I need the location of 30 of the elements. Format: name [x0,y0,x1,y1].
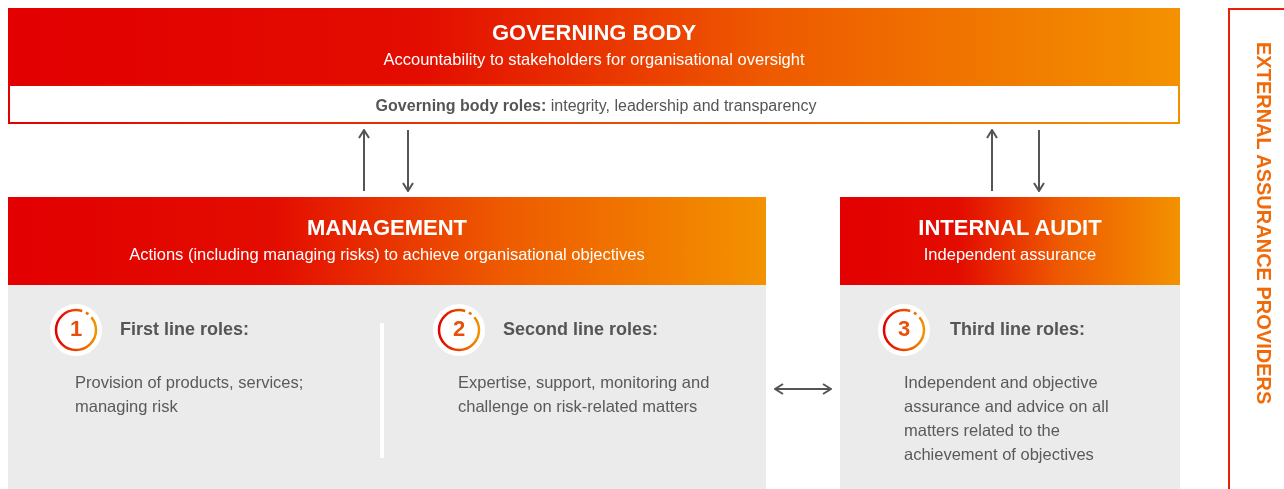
subheading: Actions (including managing risks) to achieve organisational objectives [128,245,646,265]
heading: GOVERNING BODY [490,20,698,47]
number: 2 [451,316,467,343]
role-heading: Third line roles: [950,319,1087,341]
role-description: Expertise, support, monitoring and challenge on risk-related matters [458,372,711,417]
number-badge [878,304,930,356]
number-badge [50,304,102,356]
subheading: Accountability to stakeholders for organisational oversight [382,50,806,70]
number: 3 [896,316,912,343]
roles-strip [8,84,1180,124]
vertical-heading: EXTERNAL ASSURANCE PROVIDERS [1252,42,1276,405]
governing-body-box [8,8,1180,124]
roles-text: Governing body roles: integrity, leadership and transparency [374,96,818,116]
arrow [358,129,370,192]
number-badge [433,304,485,356]
role-description: Independent and objective assurance and advice on all matters related to the achievement of objectives [904,372,1110,465]
internal-audit-panel [840,197,1180,489]
role-heading: First line roles: [120,319,251,341]
heading: MANAGEMENT [305,215,469,242]
subheading: Independent assurance [922,245,1098,265]
management-panel [8,197,766,489]
number: 1 [68,316,84,343]
arrow [1033,129,1045,192]
arrow [986,129,998,192]
external-providers-box [1228,8,1284,489]
role-description: Provision of products, services; managing risk [75,372,305,417]
heading: INTERNAL AUDIT [917,215,1103,242]
role-heading: Second line roles: [503,319,660,341]
arrow [402,129,414,192]
arrow [774,383,832,395]
